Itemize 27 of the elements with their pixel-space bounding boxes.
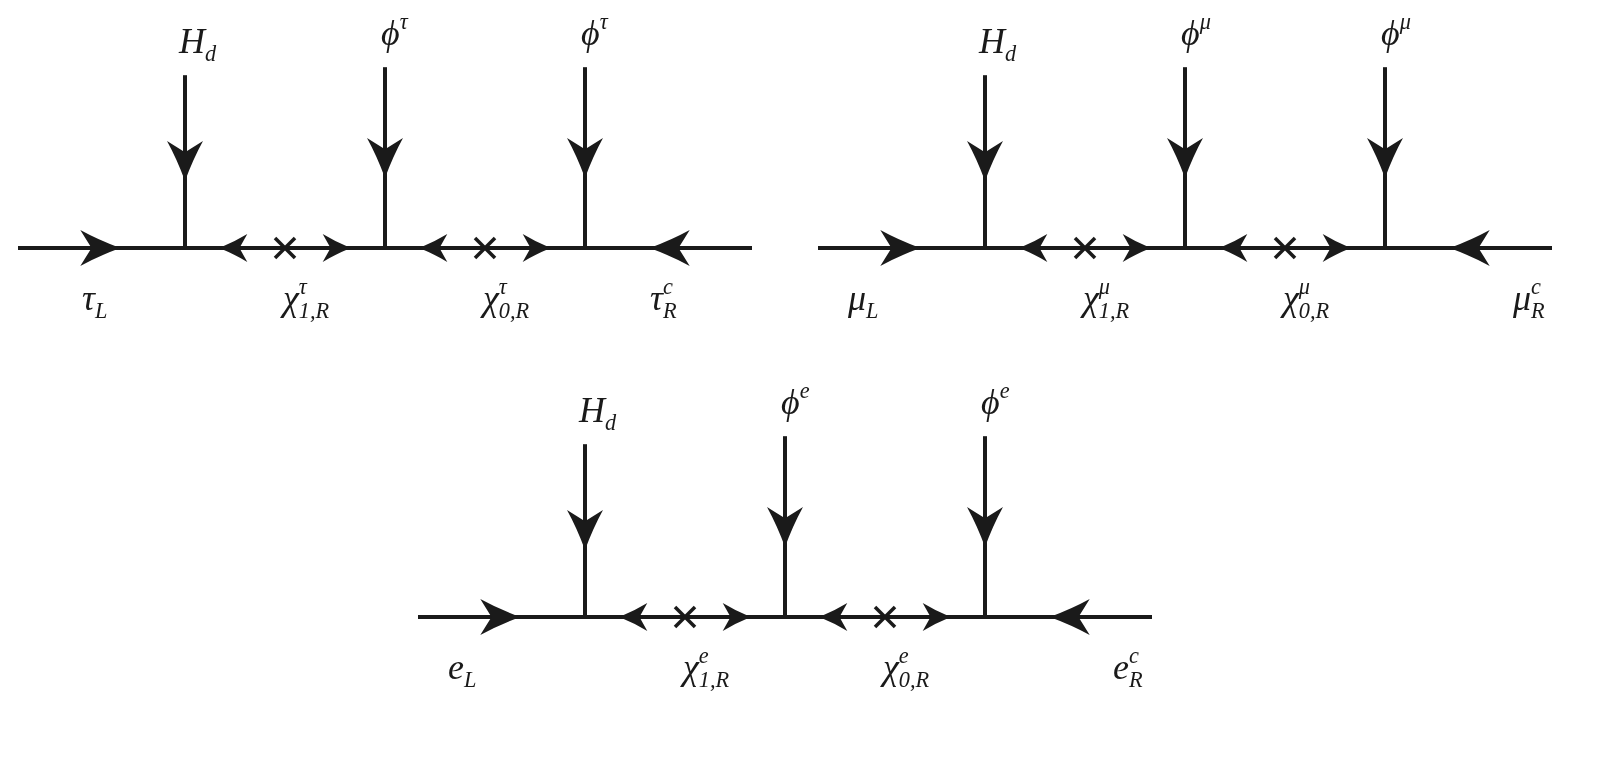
vertex-point [783,615,787,619]
field-label: H$_{d}$ [973,12,1023,76]
cross-icon [1272,235,1298,261]
field-label: ϕ$^{μ}$ [1175,4,1217,68]
edge-label: e$_{L}$ [447,646,478,694]
vertex-point [583,615,587,619]
cross-icon [872,604,898,630]
field-label: ϕ$^{τ}$ [375,4,414,68]
vertex-point [1383,246,1387,250]
cross-icon [472,235,498,261]
field-label: ϕ$^{μ}$ [1375,4,1417,68]
field-label: H$_{d}$ [173,12,223,76]
cross-icon [1072,235,1098,261]
field-label: ϕ$^{τ}$ [575,4,614,68]
cross-icon [672,604,698,630]
vertex-point [383,246,387,250]
edge-label: τ$_{L}$ [81,277,109,325]
field-label: ϕ$^{e}$ [975,373,1016,437]
vertex-point [983,246,987,250]
vertex-point [983,615,987,619]
field-label: ϕ$^{e}$ [775,373,816,437]
edge-label: μ$_{L}$ [847,277,880,325]
vertex-point [183,246,187,250]
vertex-point [1183,246,1187,250]
vertex-point [583,246,587,250]
cross-icon [272,235,298,261]
field-label: H$_{d}$ [573,381,623,445]
